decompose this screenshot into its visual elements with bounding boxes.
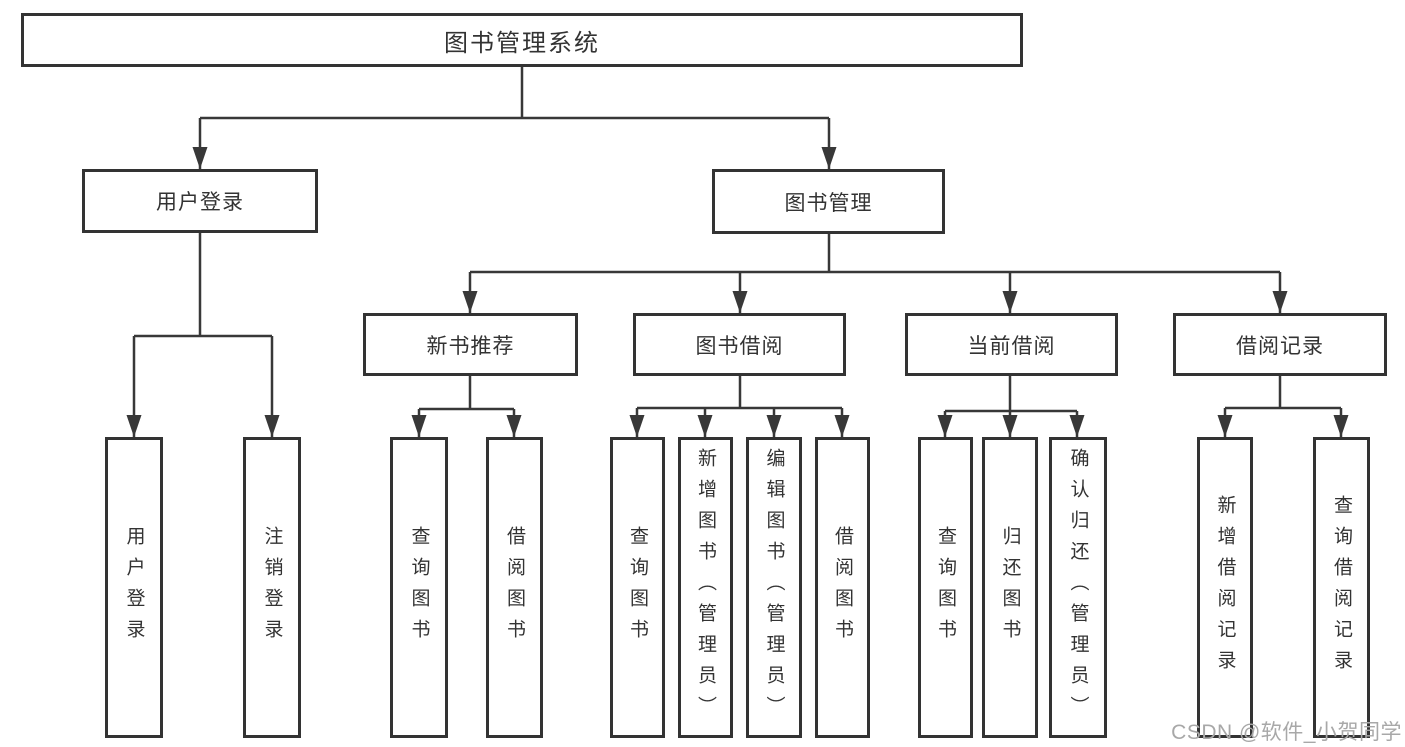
leaf-borrow-borrow-books: 借阅图书 xyxy=(815,437,870,738)
watermark: CSDN @软件_小贺同学 xyxy=(1171,721,1402,744)
node-current-borrowing: 当前借阅 xyxy=(905,313,1118,376)
leaf-newbooks-query-books: 查询图书 xyxy=(390,437,448,738)
connector-user-login-trunk xyxy=(134,232,272,338)
leaf-records-add-record: 新增借阅记录 xyxy=(1197,437,1253,738)
connector-records-trunk xyxy=(1225,375,1341,410)
leaf-borrow-query-books: 查询图书 xyxy=(610,437,665,738)
connector-new-book-trunk xyxy=(419,375,514,411)
node-root: 图书管理系统 xyxy=(21,13,1023,67)
node-label: 查询图书 xyxy=(935,525,956,650)
node-label: 图书借阅 xyxy=(695,334,784,358)
connector-book-management-trunk xyxy=(470,233,1280,274)
node-label: 查询图书 xyxy=(408,525,430,650)
node-label: 图书管理系统 xyxy=(444,29,600,57)
leaf-borrow-add-books-admin: 新增图书（管理员） xyxy=(678,437,733,738)
leaf-borrow-edit-books-admin: 编辑图书（管理员） xyxy=(746,437,802,738)
node-label: 新书推荐 xyxy=(426,334,515,358)
connector-current-borrowing-trunk xyxy=(945,375,1077,413)
connector-root-trunk xyxy=(200,66,829,120)
node-label: 借阅图书 xyxy=(832,525,853,650)
leaf-current-return-books: 归还图书 xyxy=(982,437,1038,738)
node-label: 新增借阅记录 xyxy=(1214,494,1236,681)
leaf-current-query-books: 查询图书 xyxy=(918,437,973,738)
node-book-borrowing: 图书借阅 xyxy=(633,313,846,376)
node-label: 注销登录 xyxy=(261,525,283,650)
node-label: 查询图书 xyxy=(627,525,648,650)
node-user-login: 用户登录 xyxy=(82,169,318,233)
node-label: 当前借阅 xyxy=(967,334,1056,358)
leaf-user-login: 用户登录 xyxy=(105,437,163,738)
node-label: 图书管理 xyxy=(784,191,873,215)
node-label: 借阅记录 xyxy=(1236,334,1324,358)
node-label: 用户登录 xyxy=(123,525,145,650)
node-label: 用户登录 xyxy=(156,191,244,214)
node-label: 查询借阅记录 xyxy=(1331,494,1352,681)
node-label: 确认归还（管理员） xyxy=(1067,448,1089,727)
leaf-current-confirm-return-admin: 确认归还（管理员） xyxy=(1049,437,1107,738)
node-borrowing-records: 借阅记录 xyxy=(1173,313,1387,376)
node-label: 借阅图书 xyxy=(504,525,525,650)
leaf-records-query-record: 查询借阅记录 xyxy=(1313,437,1370,738)
node-new-book-recommend: 新书推荐 xyxy=(363,313,578,376)
leaf-newbooks-borrow-books: 借阅图书 xyxy=(486,437,543,738)
leaf-logout: 注销登录 xyxy=(243,437,301,738)
connector-book-borrowing-trunk xyxy=(637,375,842,410)
node-label: 归还图书 xyxy=(999,525,1021,650)
node-label: 新增图书（管理员） xyxy=(695,448,716,727)
node-book-management: 图书管理 xyxy=(712,169,945,234)
node-label: 编辑图书（管理员） xyxy=(763,448,785,727)
